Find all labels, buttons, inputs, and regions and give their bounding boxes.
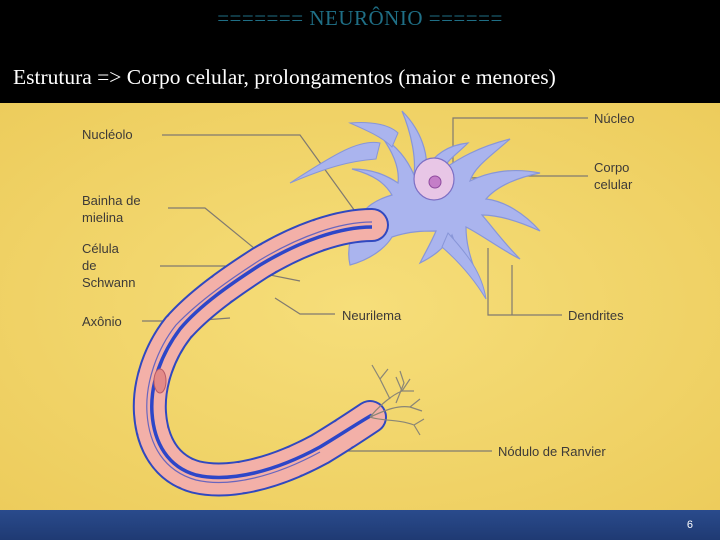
- label-corpo-1: Corpo: [594, 160, 629, 175]
- nucleolus: [429, 176, 441, 188]
- label-nucleolo: Nucléolo: [82, 127, 133, 142]
- label-axonio: Axônio: [82, 314, 122, 329]
- label-corpo-2: celular: [594, 177, 633, 192]
- neuron-diagram: Nucléolo Bainha de mielina Célula de Sch…: [0, 103, 720, 510]
- footer-bar: 6: [0, 510, 720, 540]
- slide-number: 6: [687, 519, 693, 531]
- label-celula-3: Schwann: [82, 275, 135, 290]
- label-nodulo: Nódulo de Ranvier: [498, 444, 606, 459]
- label-bainha-1: Bainha de: [82, 193, 141, 208]
- slide-title: ======= NEURÔNIO ======: [0, 6, 720, 31]
- label-nucleo: Núcleo: [594, 111, 634, 126]
- label-dendrites: Dendrites: [568, 308, 624, 323]
- label-bainha-2: mielina: [82, 210, 124, 225]
- label-celula-1: Célula: [82, 241, 120, 256]
- label-celula-2: de: [82, 258, 96, 273]
- slide-subtitle: Estrutura => Corpo celular, prolongament…: [13, 65, 556, 90]
- schwann-nucleus: [154, 369, 166, 393]
- label-neurilema: Neurilema: [342, 308, 402, 323]
